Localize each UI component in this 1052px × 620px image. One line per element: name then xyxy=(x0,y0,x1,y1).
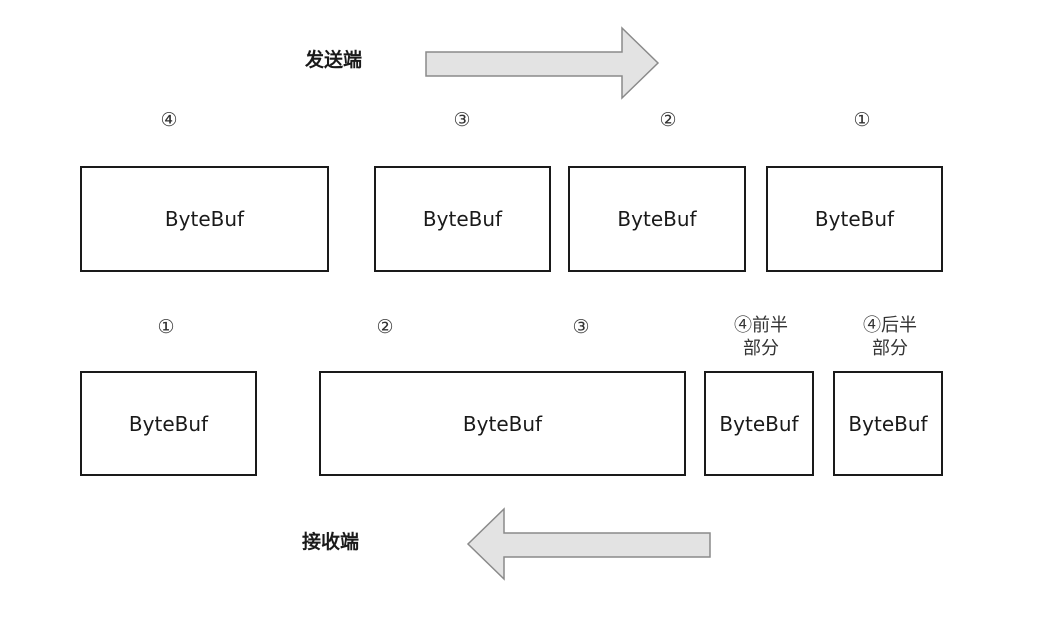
receiver-num-4-back-line1: ④后半 xyxy=(863,315,917,336)
sender-bytebuf-2: ByteBuf xyxy=(568,166,746,272)
right-arrow-icon xyxy=(425,26,660,100)
bytebuf-label: ByteBuf xyxy=(617,207,697,231)
left-arrow-icon xyxy=(466,507,711,581)
bytebuf-label: ByteBuf xyxy=(164,207,245,231)
sender-num-4: ④ xyxy=(160,109,178,131)
bytebuf-label: ByteBuf xyxy=(814,207,895,231)
receiver-num-4-back-half: ④后半 部分 xyxy=(863,314,917,361)
bytebuf-label: ByteBuf xyxy=(719,411,799,436)
sender-num-2: ② xyxy=(659,109,677,131)
receiver-num-4-back-line2: 部分 xyxy=(872,338,908,360)
receiver-bytebuf-2-3: ByteBuf xyxy=(319,371,686,476)
receiver-num-4-front-half: ④前半 部分 xyxy=(734,314,788,361)
bytebuf-label: ByteBuf xyxy=(848,411,928,436)
bytebuf-label: ByteBuf xyxy=(422,207,503,231)
sender-bytebuf-3: ByteBuf xyxy=(374,166,551,272)
sender-bytebuf-4: ByteBuf xyxy=(80,166,329,272)
receiver-bytebuf-1: ByteBuf xyxy=(80,371,257,476)
receiver-num-2: ② xyxy=(376,316,394,338)
sender-num-3: ③ xyxy=(453,109,471,131)
receiver-bytebuf-4-front: ByteBuf xyxy=(704,371,814,476)
receiver-bytebuf-4-back: ByteBuf xyxy=(833,371,943,476)
receiver-num-4-front-line2: 部分 xyxy=(743,338,779,360)
bytebuf-label: ByteBuf xyxy=(128,411,209,436)
sender-num-1: ① xyxy=(853,109,871,131)
sender-bytebuf-1: ByteBuf xyxy=(766,166,943,272)
receiver-num-3: ③ xyxy=(572,316,590,338)
receiver-num-4-front-line1: ④前半 xyxy=(734,315,788,336)
sender-label: 发送端 xyxy=(305,49,363,71)
receiver-num-1: ① xyxy=(157,316,175,338)
bytebuf-label: ByteBuf xyxy=(462,411,543,436)
receiver-label: 接收端 xyxy=(302,531,360,553)
